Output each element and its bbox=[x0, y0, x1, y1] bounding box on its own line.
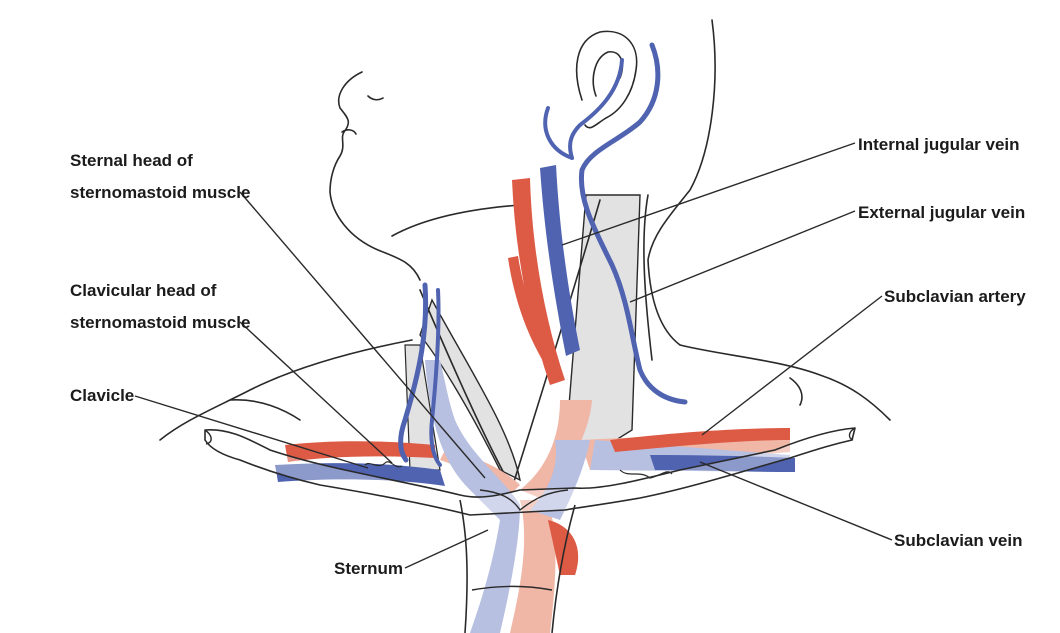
label-subclavian-artery: Subclavian artery bbox=[884, 287, 1026, 306]
leader-sternal-head bbox=[239, 191, 486, 479]
labels: Sternal head of sternomastoid muscle Cla… bbox=[70, 135, 1026, 578]
label-clavicle: Clavicle bbox=[70, 386, 134, 405]
leader-subclavian-artery bbox=[701, 295, 883, 436]
label-subclavian-vein: Subclavian vein bbox=[894, 531, 1023, 550]
leader-clavicular-head bbox=[239, 321, 393, 464]
leader-external-jugular bbox=[629, 210, 856, 303]
leader-subclavian-vein bbox=[699, 461, 893, 541]
leader-clavicle bbox=[134, 395, 369, 469]
label-sternum: Sternum bbox=[334, 559, 403, 578]
leader-lines bbox=[134, 142, 893, 569]
label-internal-jugular: Internal jugular vein bbox=[858, 135, 1020, 154]
label-clavicular-head-line2: sternomastoid muscle bbox=[70, 313, 250, 332]
label-clavicular-head-line1: Clavicular head of bbox=[70, 281, 217, 300]
leader-internal-jugular bbox=[561, 142, 856, 246]
neck-vessels bbox=[398, 42, 688, 467]
leader-sternum bbox=[404, 529, 489, 569]
body-outline bbox=[159, 19, 891, 441]
skeleton bbox=[204, 427, 856, 633]
subclavian-vessels bbox=[275, 428, 795, 486]
label-sternal-head-line2: sternomastoid muscle bbox=[70, 183, 250, 202]
label-sternal-head-line1: Sternal head of bbox=[70, 151, 193, 170]
sternomastoid-muscles bbox=[404, 194, 641, 489]
label-external-jugular: External jugular vein bbox=[858, 203, 1025, 222]
